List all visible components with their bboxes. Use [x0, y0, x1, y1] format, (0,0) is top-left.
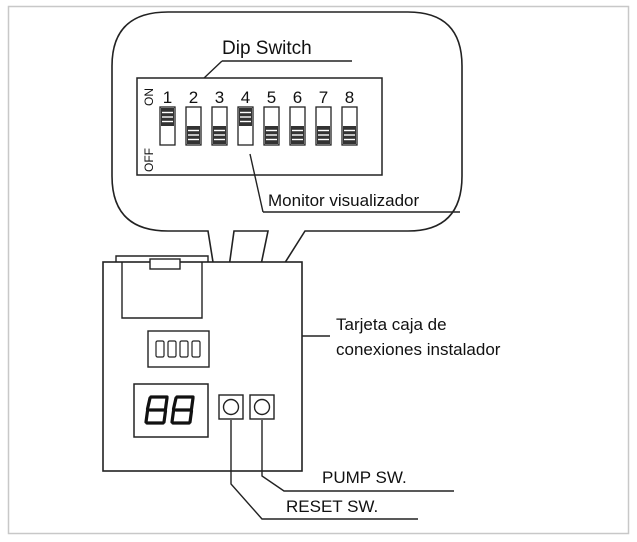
switch-number-6: 6: [293, 88, 302, 107]
board-connector: [115, 255, 209, 319]
board-label-line1: Tarjeta caja de: [336, 315, 447, 334]
display-segment: [189, 396, 195, 411]
display-segment: [163, 396, 169, 411]
off-label: OFF: [142, 148, 156, 172]
outer-frame: [7, 5, 630, 535]
dip-switch-title: Dip Switch: [222, 38, 312, 59]
seven-segment-display: [133, 383, 209, 438]
monitor-leader: [249, 153, 264, 213]
board-switch-slot: [179, 340, 189, 358]
display-segment: [170, 409, 176, 424]
display-segment: [145, 396, 152, 411]
board-dip-switch-slots: [155, 340, 201, 358]
board-switch-slot: [155, 340, 165, 358]
board-connector-latch: [149, 258, 181, 270]
display-segment: [171, 396, 178, 411]
pump-switch-label: PUMP SW.: [322, 468, 407, 487]
switch-number-2: 2: [189, 88, 198, 107]
reset-switch-knob: [222, 398, 240, 416]
switch-number-7: 7: [319, 88, 328, 107]
pump-leader: [261, 420, 454, 492]
dip-switch-leader: [202, 60, 223, 80]
display-segment: [144, 409, 150, 424]
board-switch-slot: [191, 340, 201, 358]
display-segment: [162, 409, 168, 424]
switch-number-4: 4: [241, 88, 250, 107]
switch-number-5: 5: [267, 88, 276, 107]
monitor-label: Monitor visualizador: [268, 191, 420, 210]
display-segment: [188, 409, 194, 424]
pump-switch-knob: [253, 398, 271, 416]
reset-switch-label: RESET SW.: [286, 497, 378, 516]
switch-number-8: 8: [345, 88, 354, 107]
reset-leader: [230, 420, 418, 520]
on-label: ON: [142, 88, 156, 106]
switch-number-1: 1: [163, 88, 172, 107]
board-label-line2: conexiones instalador: [336, 340, 501, 359]
switch-number-3: 3: [215, 88, 224, 107]
dip-switch-body: [136, 77, 383, 176]
seven-segment-digits: [144, 395, 195, 425]
board-switch-slot: [167, 340, 177, 358]
